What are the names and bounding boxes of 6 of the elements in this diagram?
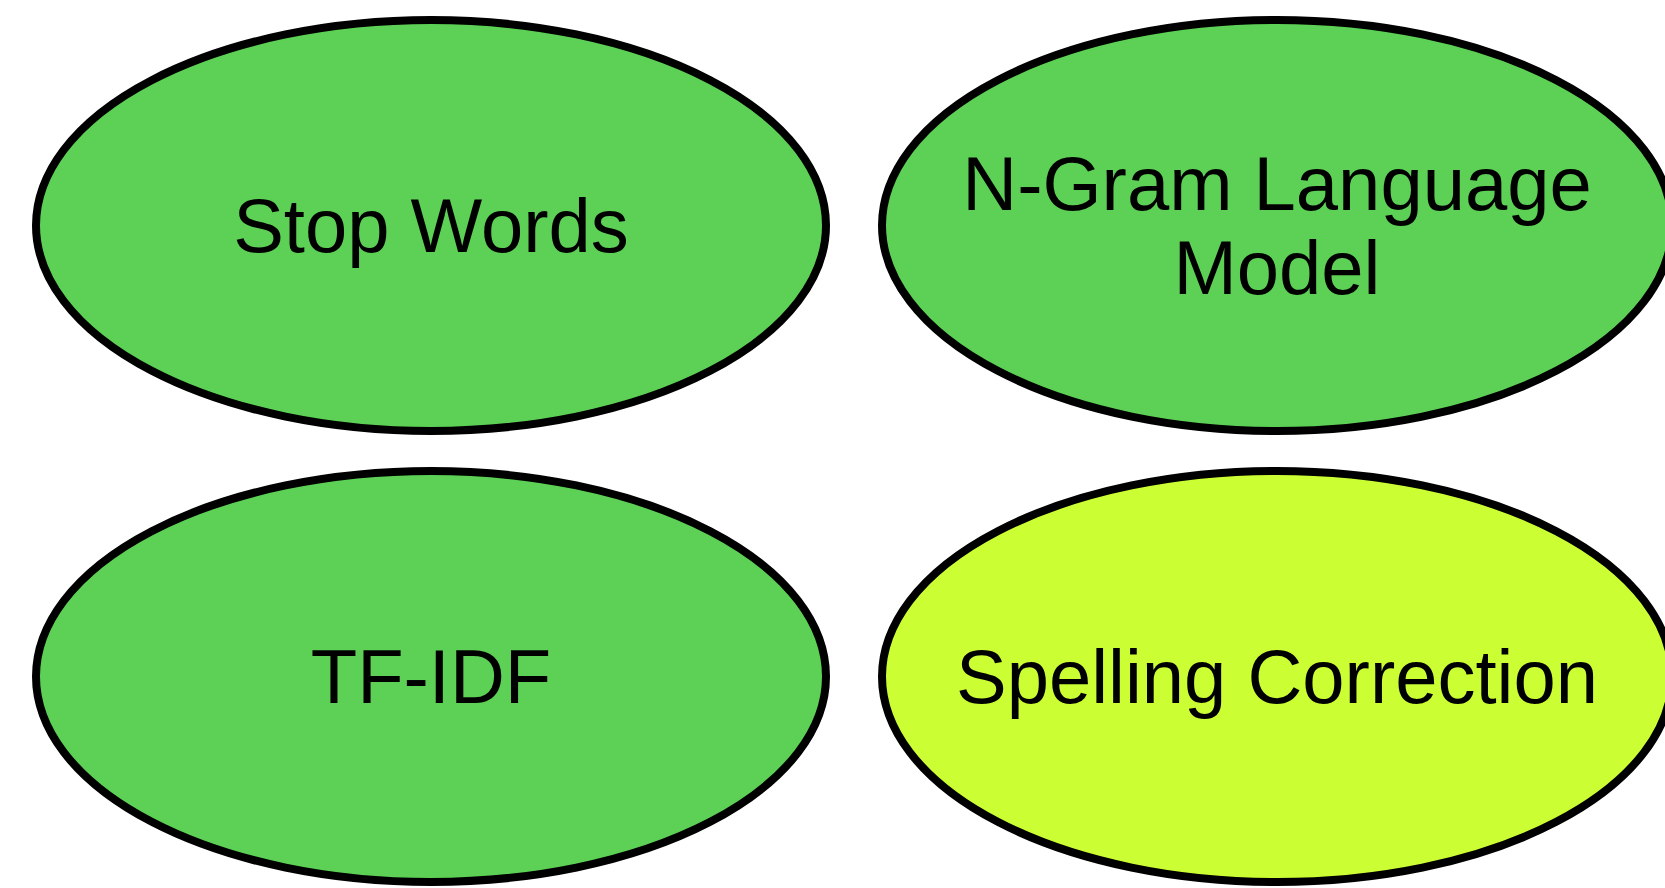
ellipse-node xyxy=(32,467,830,886)
node-label: Spelling Correction xyxy=(955,634,1599,719)
ellipse-node xyxy=(32,16,830,435)
node-label: N-Gram Language Model xyxy=(961,141,1593,310)
node-label: Stop Words xyxy=(233,183,629,268)
node-label: TF-IDF xyxy=(310,634,552,719)
